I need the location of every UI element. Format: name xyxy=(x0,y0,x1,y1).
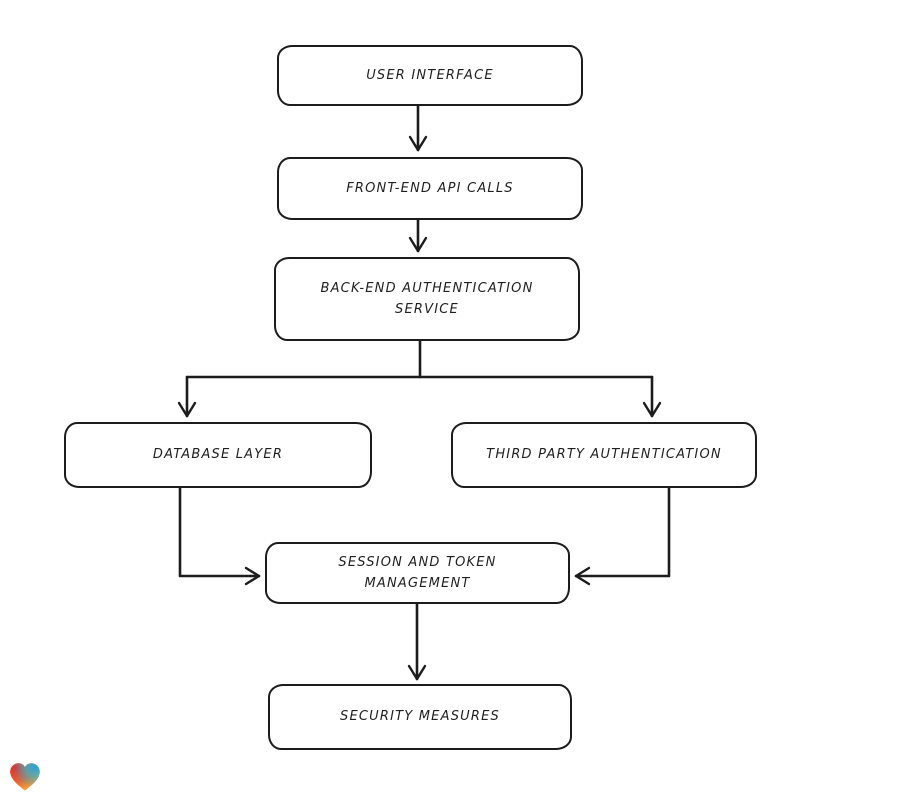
edge-thirdparty-to-session xyxy=(574,486,671,586)
node-label: FRONT-END API CALLS xyxy=(346,180,514,196)
node-label: DATABASE LAYER xyxy=(152,447,284,463)
heart-icon xyxy=(10,763,40,791)
node-user-interface: USER INTERFACE xyxy=(277,45,583,106)
node-third-party-authentication: THIRD PARTY AUTHENTICATION xyxy=(451,422,757,488)
node-label: SESSION AND TOKEN MANAGEMENT xyxy=(338,554,497,591)
node-label: USER INTERFACE xyxy=(366,67,494,83)
node-label: SECURITY MEASURES xyxy=(340,709,500,725)
node-security-measures: SECURITY MEASURES xyxy=(268,684,572,750)
node-label: BACK-END AUTHENTICATION SERVICE xyxy=(320,280,534,317)
node-front-end-api-calls: FRONT-END API CALLS xyxy=(277,157,583,220)
node-session-and-token-management: SESSION AND TOKEN MANAGEMENT xyxy=(265,542,570,604)
node-label: THIRD PARTY AUTHENTICATION xyxy=(486,447,722,463)
node-database-layer: DATABASE LAYER xyxy=(64,422,372,488)
edge-database-to-session xyxy=(178,486,261,586)
node-back-end-authentication-service: BACK-END AUTHENTICATION SERVICE xyxy=(274,257,580,341)
